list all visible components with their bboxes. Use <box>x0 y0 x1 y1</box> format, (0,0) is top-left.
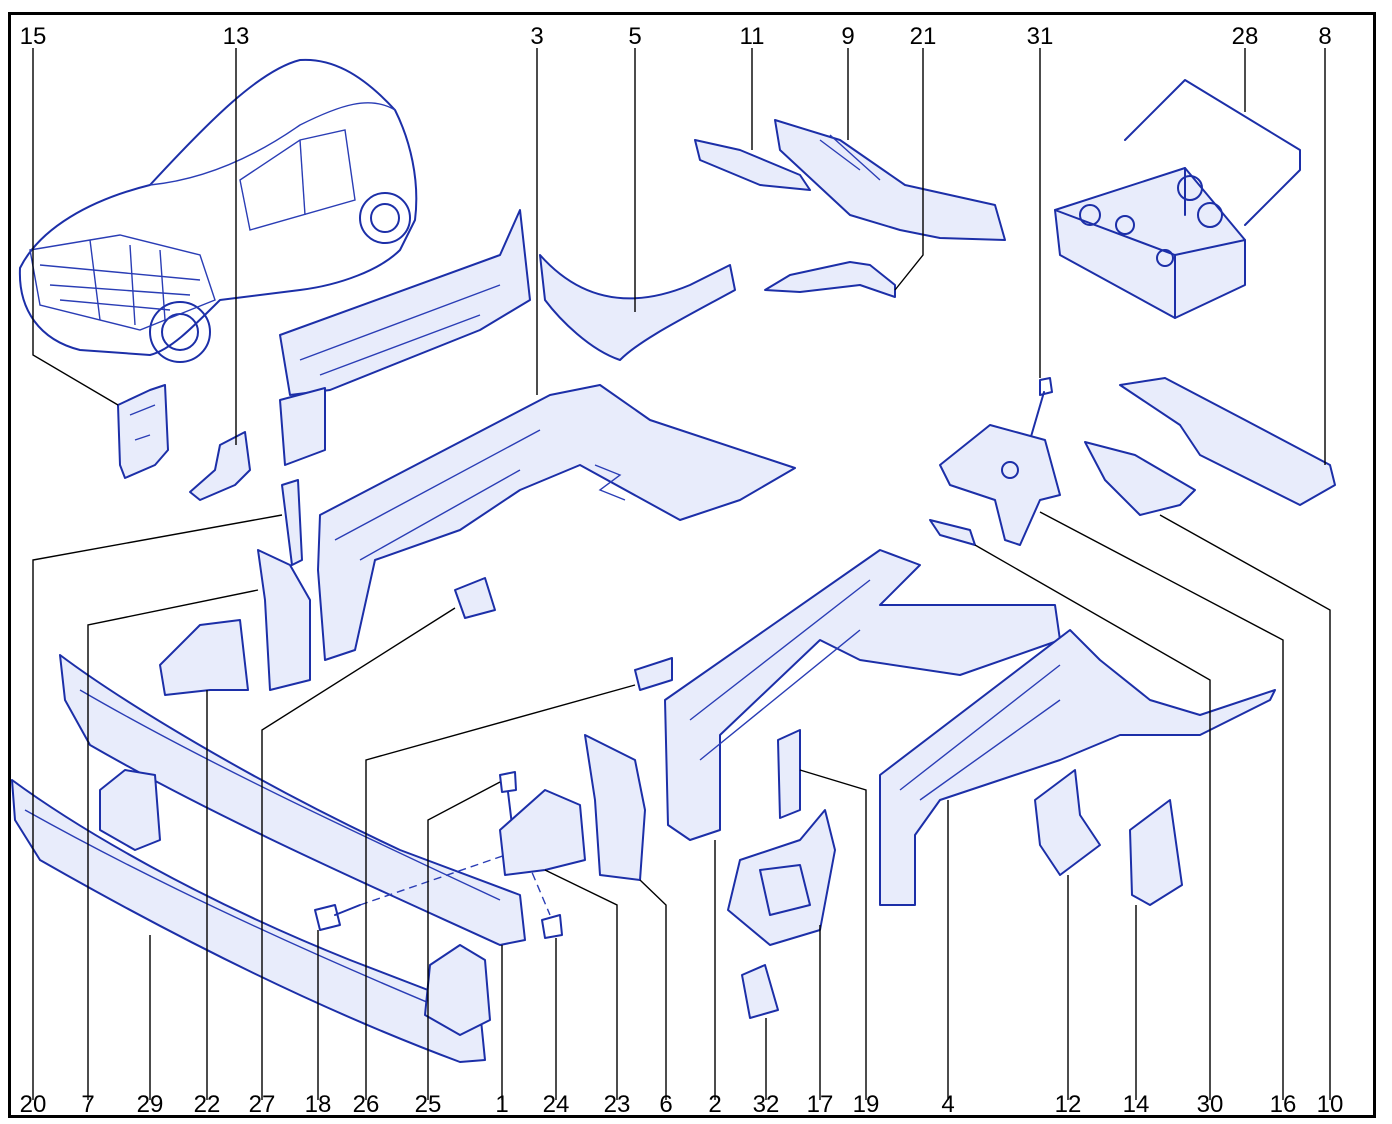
part-14-bracket <box>1129 799 1183 906</box>
label-29: 29 <box>137 1091 164 1118</box>
label-16: 16 <box>1270 1091 1297 1118</box>
label-1: 1 <box>495 1091 508 1118</box>
part-22-crash-box <box>159 619 249 696</box>
part-30-clip <box>929 519 976 546</box>
part-32-clip <box>741 964 779 1019</box>
label-21: 21 <box>910 23 937 50</box>
part-19-plate <box>777 729 801 819</box>
part-20-plate <box>281 479 303 566</box>
label-23: 23 <box>604 1091 631 1118</box>
label-13: 13 <box>223 23 250 50</box>
part-29-bumper-beam-upper <box>59 654 526 946</box>
part-11-bracket <box>694 139 811 191</box>
part-18-bolt <box>314 904 361 931</box>
label-12: 12 <box>1055 1091 1082 1118</box>
part-9-rail-end <box>774 119 1006 241</box>
part-23-bracket <box>499 789 586 876</box>
leader-lines <box>32 48 1331 1100</box>
label-26: 26 <box>353 1091 380 1118</box>
label-3: 3 <box>530 23 543 50</box>
part-2-side-member <box>664 549 1061 841</box>
part-12-bracket <box>1034 769 1101 876</box>
part-5-wheel-arch <box>539 254 736 361</box>
label-19: 19 <box>853 1091 880 1118</box>
part-17-bracket <box>727 809 836 946</box>
part-24-nut <box>541 914 563 939</box>
car-overview-illustration <box>18 58 418 363</box>
label-5: 5 <box>628 23 641 50</box>
bottom-callout-labels: 20 7 29 22 27 18 26 25 1 24 23 6 2 32 17… <box>20 1091 1344 1118</box>
part-21-bracket <box>764 261 896 298</box>
label-7: 7 <box>81 1091 94 1118</box>
label-20: 20 <box>20 1091 47 1118</box>
part-3-side-member <box>279 209 531 396</box>
label-28: 28 <box>1232 23 1259 50</box>
part-29-bumper-beam-lower <box>11 779 486 1063</box>
part-7-plate <box>257 549 311 691</box>
label-4: 4 <box>941 1091 954 1118</box>
label-18: 18 <box>305 1091 332 1118</box>
label-2: 2 <box>708 1091 721 1118</box>
part-4-wheel-arch <box>879 629 1276 906</box>
label-32: 32 <box>753 1091 780 1118</box>
label-17: 17 <box>807 1091 834 1118</box>
part-6-plate <box>584 734 646 881</box>
label-6: 6 <box>659 1091 672 1118</box>
part-26-clip <box>634 657 673 691</box>
label-30: 30 <box>1197 1091 1224 1118</box>
label-11: 11 <box>740 23 765 50</box>
label-31: 31 <box>1027 23 1054 50</box>
label-15: 15 <box>20 23 47 50</box>
crash-box-right <box>424 944 491 1036</box>
part-15-bracket <box>117 384 169 479</box>
part-27-clip <box>454 577 496 619</box>
part-8-rail-end <box>1119 377 1336 506</box>
label-25: 25 <box>415 1091 442 1118</box>
part-31-bolt <box>1029 377 1053 441</box>
part-28-fastener-box <box>1054 79 1301 319</box>
crash-box-left <box>99 769 161 851</box>
label-9: 9 <box>841 23 854 50</box>
label-8: 8 <box>1318 23 1331 50</box>
diagram-frame <box>8 12 1376 1118</box>
label-27: 27 <box>249 1091 276 1118</box>
part-13-bracket <box>189 431 251 501</box>
label-22: 22 <box>194 1091 221 1118</box>
top-callout-labels: 15 13 3 5 11 9 21 31 28 8 <box>20 23 1332 50</box>
label-10: 10 <box>1317 1091 1344 1118</box>
left-side-member <box>317 384 796 661</box>
part-16-mount <box>939 424 1061 546</box>
label-24: 24 <box>543 1091 570 1118</box>
part-10-bracket <box>1084 441 1196 516</box>
label-14: 14 <box>1123 1091 1150 1118</box>
